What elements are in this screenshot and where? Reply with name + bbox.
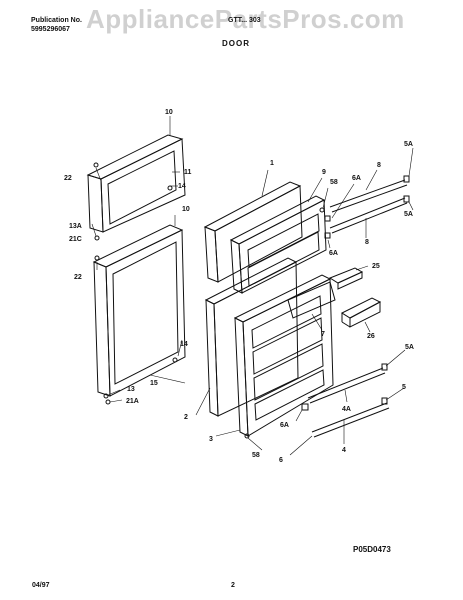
screw bbox=[94, 255, 100, 261]
callout-label: 6A bbox=[280, 422, 289, 429]
callout-label: 15 bbox=[150, 380, 158, 387]
callout-label: 14 bbox=[178, 183, 186, 190]
callout-label: 22 bbox=[74, 274, 82, 281]
fresh-food-gasket bbox=[92, 224, 186, 397]
callout-label: 25 bbox=[372, 263, 380, 270]
callout-label: 4 bbox=[342, 447, 346, 454]
butter-bin bbox=[328, 267, 364, 290]
end-cap bbox=[403, 195, 410, 203]
end-cap bbox=[381, 363, 388, 371]
callout-label: 7 bbox=[321, 331, 325, 338]
callout-label: 26 bbox=[367, 333, 375, 340]
callout-label: 1 bbox=[270, 160, 274, 167]
end-cap bbox=[301, 403, 309, 411]
screw bbox=[167, 185, 173, 191]
callout-label: 8 bbox=[365, 239, 369, 246]
callout-label: 8 bbox=[377, 162, 381, 169]
callout-label: 5A bbox=[404, 211, 413, 218]
publication-label: Publication No. bbox=[31, 17, 82, 24]
callout-label: 58 bbox=[330, 179, 338, 186]
callout-label: 10 bbox=[182, 206, 190, 213]
watermark: AppliancePartsPros.com bbox=[86, 4, 405, 34]
screw bbox=[172, 357, 178, 363]
callout-label: 13 bbox=[127, 386, 135, 393]
callout-label: 2 bbox=[184, 414, 188, 421]
screw bbox=[244, 433, 250, 439]
door-shelf bbox=[287, 281, 336, 319]
callout-labels: 10 22 11 14 13A 21C 10 22 14 15 13 21A 1… bbox=[64, 109, 414, 464]
callout-label: 3 bbox=[209, 436, 213, 443]
callout-label: 6 bbox=[279, 457, 283, 464]
screw bbox=[94, 235, 100, 241]
freezer-door bbox=[203, 181, 303, 283]
end-cap bbox=[324, 232, 331, 239]
figure-id: P05D0473 bbox=[353, 545, 391, 554]
section-title: DOOR bbox=[222, 39, 250, 48]
screw bbox=[319, 207, 325, 213]
callout-label: 9 bbox=[322, 169, 326, 176]
fresh-food-handle bbox=[307, 367, 390, 438]
callout-label: 6A bbox=[352, 175, 361, 182]
callout-label: 21C bbox=[69, 236, 82, 243]
callout-label: 21A bbox=[126, 398, 139, 405]
page-number: 2 bbox=[231, 582, 235, 589]
fresh-food-liner bbox=[233, 274, 334, 437]
end-cap bbox=[324, 215, 331, 222]
end-cap bbox=[403, 175, 410, 183]
callout-label: 6A bbox=[329, 250, 338, 257]
callout-label: 22 bbox=[64, 175, 72, 182]
callout-label: 5 bbox=[402, 384, 406, 391]
end-cap bbox=[381, 397, 388, 405]
model-number: GTT... 303 bbox=[228, 17, 261, 24]
freezer-liner bbox=[229, 195, 327, 294]
callout-label: 5A bbox=[405, 344, 414, 351]
callout-label: 10 bbox=[165, 109, 173, 116]
publication-date: 04/97 bbox=[32, 582, 50, 589]
part-number: 5995296067 bbox=[31, 26, 70, 33]
callout-label: 14 bbox=[180, 341, 188, 348]
screw bbox=[103, 393, 109, 399]
callout-label: 11 bbox=[184, 169, 192, 176]
freezer-gasket bbox=[86, 134, 186, 233]
callout-label: 58 bbox=[252, 452, 260, 459]
callout-label: 5A bbox=[404, 141, 413, 148]
callout-label: 4A bbox=[342, 406, 351, 413]
dairy-bin bbox=[340, 297, 382, 328]
screw bbox=[105, 399, 111, 405]
freezer-handle bbox=[329, 179, 408, 234]
screw bbox=[93, 162, 99, 168]
callout-label: 13A bbox=[69, 223, 82, 230]
